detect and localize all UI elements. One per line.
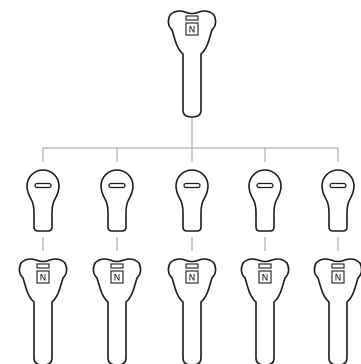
key-slot-icon <box>185 15 199 21</box>
keyway-icon <box>329 182 347 189</box>
key-label: N <box>262 274 269 284</box>
key-slot-icon <box>331 263 345 269</box>
keyway-icon <box>183 182 201 189</box>
key-label: N <box>189 274 196 284</box>
keyway-icon <box>256 182 274 189</box>
key-icon: N <box>18 258 68 364</box>
master-key-icon: N <box>167 10 217 118</box>
key-icon: N <box>313 258 361 364</box>
key-label: N <box>335 274 342 284</box>
key-label-box <box>185 270 199 284</box>
key-label-box <box>331 270 345 284</box>
key-icon: N <box>92 258 142 364</box>
key-label-box <box>36 270 50 284</box>
lock-cylinder-icon <box>321 169 355 232</box>
key-label: N <box>189 26 196 36</box>
lock-cylinder-icon <box>26 169 60 232</box>
key-icon: N <box>167 258 217 364</box>
keyway-icon <box>108 182 126 189</box>
cylinders-row <box>26 169 355 232</box>
key-label-box <box>110 270 124 284</box>
lock-cylinder-icon <box>248 169 282 232</box>
key-slot-icon <box>258 263 272 269</box>
key-label-box <box>185 22 199 36</box>
keys-row: N N N N N <box>18 258 361 364</box>
key-slot-icon <box>36 263 50 269</box>
keyway-icon <box>34 182 52 189</box>
lock-cylinder-icon <box>100 169 134 232</box>
connector-lines <box>42 118 339 251</box>
key-label: N <box>114 274 121 284</box>
key-icon: N <box>240 258 290 364</box>
key-label: N <box>40 274 47 284</box>
key-label-box <box>258 270 272 284</box>
key-slot-icon <box>185 263 199 269</box>
key-slot-icon <box>110 263 124 269</box>
lock-cylinder-icon <box>175 169 209 232</box>
